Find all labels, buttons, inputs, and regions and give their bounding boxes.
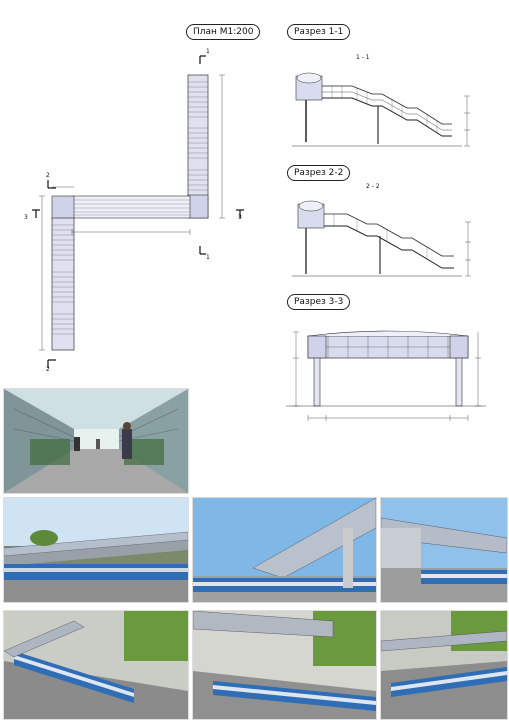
render-side-view xyxy=(3,497,189,603)
render-aerial-left xyxy=(3,610,189,720)
cut-mark-2-top: 2 xyxy=(46,172,50,179)
section-3-drawing xyxy=(286,330,486,421)
cut-mark-1-top: 1 xyxy=(206,48,210,55)
cut-mark-2-bottom: 2 xyxy=(46,366,50,373)
section-2-drawing xyxy=(292,200,471,277)
render-aerial-center xyxy=(192,610,377,720)
interior-walkway-render xyxy=(3,388,189,494)
section-3-title: Разрез 3-3 xyxy=(287,294,351,310)
render-end-tower xyxy=(380,497,508,603)
section-1-drawing xyxy=(292,72,470,147)
cut-mark-3-right: 3 xyxy=(238,214,242,221)
plan-drawing xyxy=(32,55,244,368)
cut-mark-1-bottom: 1 xyxy=(206,254,210,261)
render-low-angle xyxy=(192,497,377,603)
plan-title: План М1:200 xyxy=(186,24,261,40)
section-1-title: Разрез 1-1 xyxy=(287,24,351,40)
section-2-caption: 2 - 2 xyxy=(366,183,380,190)
section-2-title: Разрез 2-2 xyxy=(287,165,351,181)
render-aerial-right xyxy=(380,610,508,720)
cut-mark-3-left: 3 xyxy=(24,214,28,221)
section-1-caption: 1 - 1 xyxy=(356,54,370,61)
